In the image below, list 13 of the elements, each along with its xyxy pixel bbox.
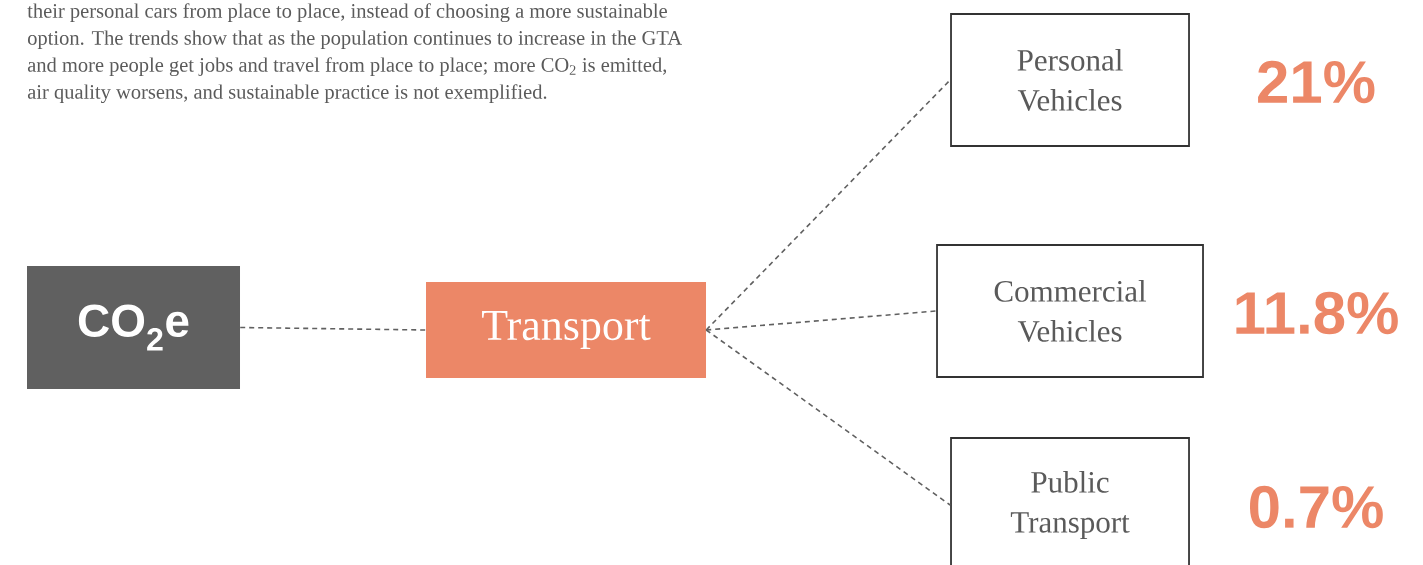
- category-box: Personal Vehicles: [950, 13, 1190, 147]
- connector-line: [705, 329, 951, 506]
- percentage-label: 11.8%: [1236, 291, 1398, 335]
- connector-line: [239, 326, 427, 331]
- paragraph: their personal cars from place to place, instead of choosing a more sustainable option. The trends show that as the population continues to increase in the GTA and more people get jobs and travel from place to place; more CO$_{2}$ is emitted, air quality worsens, and sustainable practice is not exemplified.: [27, 3, 682, 104]
- category-box: Commercial Vehicles: [936, 244, 1204, 378]
- percentage-label: 0.7%: [1250, 485, 1383, 529]
- label-box: CO$_{2}$e: [27, 266, 240, 389]
- percentage-label: 21%: [1258, 60, 1375, 104]
- category-box: Transport: [426, 282, 706, 378]
- connector-line: [705, 79, 951, 331]
- category-box: Public Transport: [950, 437, 1190, 565]
- connector-line: [705, 310, 937, 331]
